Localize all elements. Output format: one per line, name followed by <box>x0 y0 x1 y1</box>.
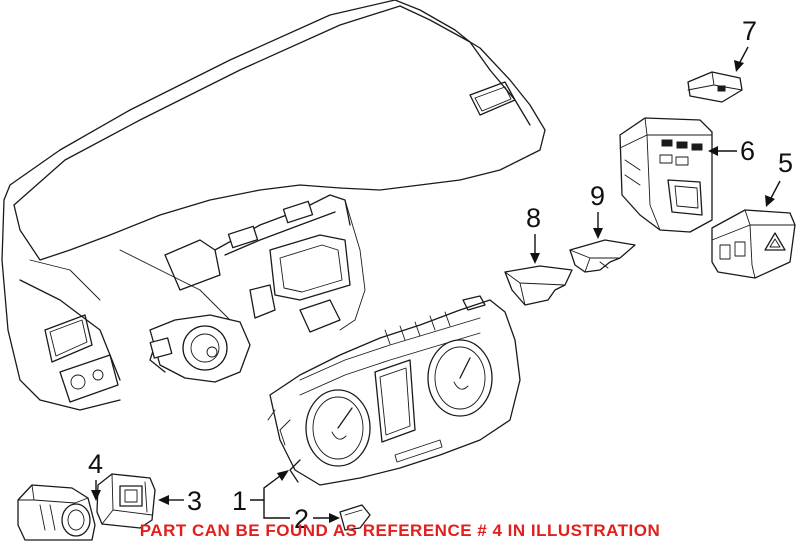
cover-part-9 <box>569 239 636 273</box>
callout-7: 7 <box>742 16 757 46</box>
clip-part <box>339 504 371 531</box>
headlight-switch-part-4 <box>17 484 96 541</box>
instrument-cluster <box>267 295 521 486</box>
callout-6: 6 <box>740 136 755 166</box>
callout-9: 9 <box>590 181 605 211</box>
callout-2: 2 <box>294 504 309 534</box>
callouts: 7 6 5 8 9 4 3 1 2 <box>88 16 793 534</box>
small-part-7 <box>687 71 743 103</box>
switch-panel-part-6 <box>619 117 713 233</box>
callout-5: 5 <box>778 148 793 178</box>
dashboard-illustration <box>1 0 546 411</box>
callout-4: 4 <box>88 449 103 479</box>
hazard-switch-part-5 <box>711 209 796 279</box>
callout-3: 3 <box>187 486 202 516</box>
reference-note: PART CAN BE FOUND AS REFERENCE # 4 IN IL… <box>139 521 661 540</box>
cover-part-8 <box>504 265 573 306</box>
switch-part-3 <box>96 473 156 529</box>
callout-1: 1 <box>232 486 247 516</box>
callout-8: 8 <box>526 203 541 233</box>
